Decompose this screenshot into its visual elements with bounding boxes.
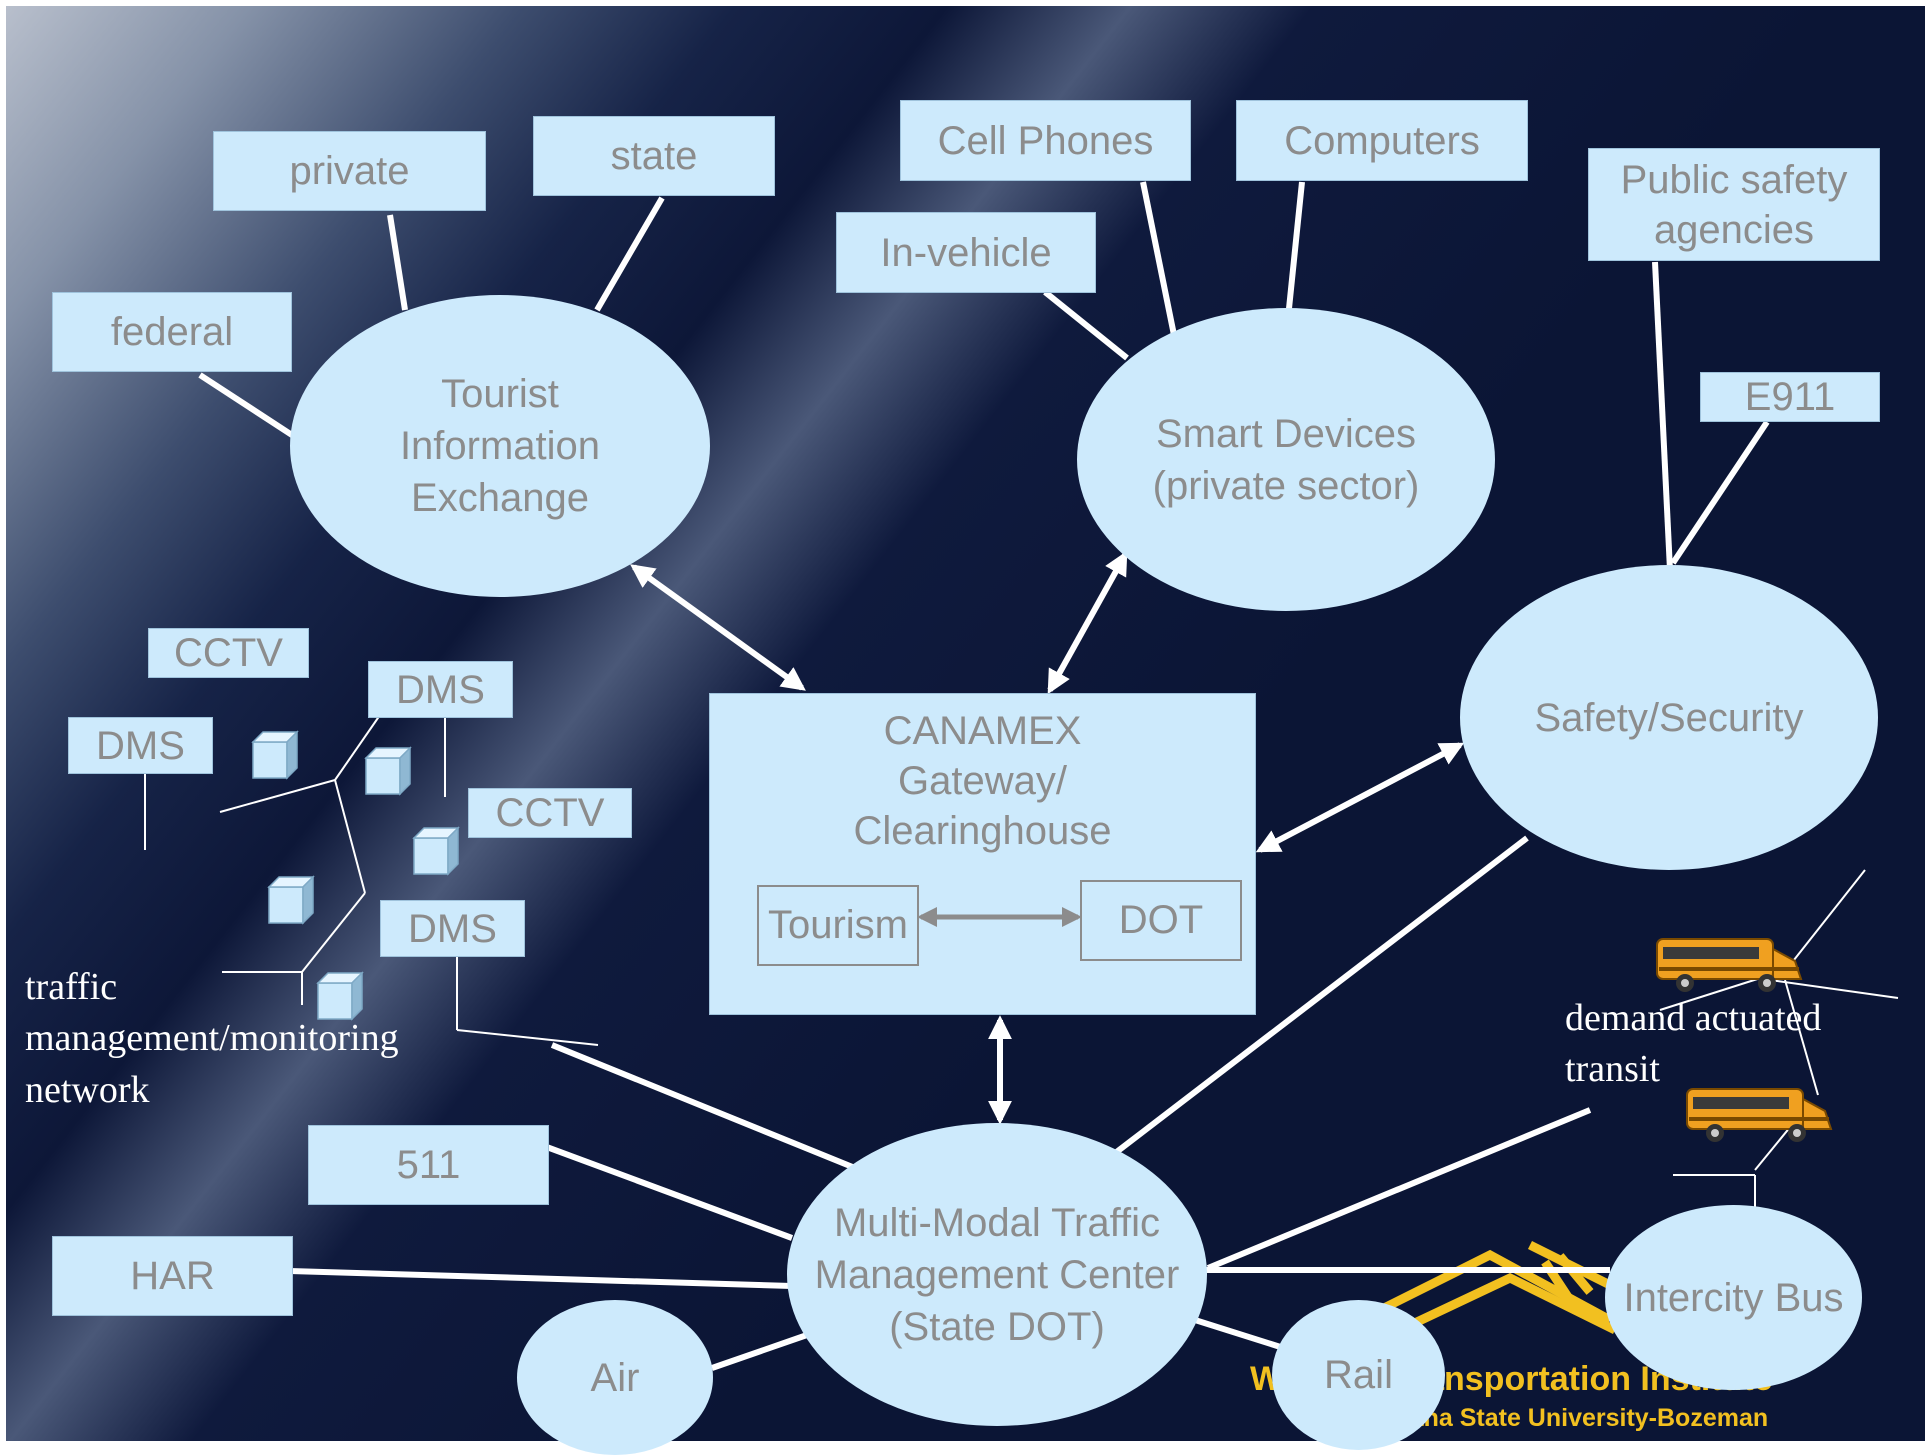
box-dms-1: DMS (68, 717, 213, 774)
box-federal: federal (52, 292, 292, 372)
line-transit (1206, 1107, 1592, 1271)
box-cctv-2: CCTV (468, 788, 632, 838)
gateway-title: CANAMEX Gateway/ Clearinghouse (853, 709, 1112, 853)
label-demand-transit: demand actuated transit (1565, 997, 1822, 1091)
line-safety-mmtmc (1108, 835, 1529, 1160)
line-federal (198, 372, 297, 440)
arrow-smart-gateway (1047, 550, 1128, 695)
box-in-vehicle: In-vehicle (836, 212, 1096, 293)
node-smart-devices: Smart Devices (private sector) (1077, 308, 1495, 611)
box-private: private (213, 131, 486, 211)
canamex-gateway: CANAMEX Gateway/ Clearinghouse (709, 693, 1256, 1015)
box-public-safety: Public safety agencies (1588, 148, 1880, 261)
node-tourist-exchange: Tourist Information Exchange (290, 295, 710, 597)
line-e911 (1670, 420, 1770, 565)
box-computers: Computers (1236, 100, 1528, 181)
box-cell-phones: Cell Phones (900, 100, 1191, 181)
line-in-vehicle (1043, 289, 1129, 361)
line-private (387, 214, 408, 311)
bus-icon (1656, 938, 1803, 992)
box-har: HAR (52, 1236, 293, 1316)
box-dms-3: DMS (380, 900, 525, 957)
node-rail: Rail (1272, 1300, 1445, 1450)
box-cctv-1: CCTV (148, 628, 309, 678)
cube-icon (316, 971, 364, 1021)
node-intercity-bus: Intercity Bus (1605, 1205, 1862, 1390)
box-511: 511 (308, 1125, 549, 1205)
box-e911: E911 (1700, 372, 1880, 422)
line-rail (1194, 1317, 1291, 1353)
label-traffic-network: traffic management/monitoring network (25, 966, 399, 1111)
node-air: Air (517, 1300, 713, 1455)
line-cell-phones (1140, 181, 1178, 341)
cube-icon (267, 875, 315, 925)
arrow-safety-gateway (1255, 742, 1465, 853)
node-safety-security: Safety/Security (1460, 565, 1878, 870)
line-network-mmtmc (550, 1042, 857, 1171)
gateway-tourism-box: Tourism (757, 885, 919, 966)
line-air (711, 1332, 808, 1371)
cube-icon (364, 746, 412, 796)
line-har (289, 1268, 793, 1289)
line-state (594, 196, 665, 312)
cube-icon (251, 730, 299, 780)
bus-icon (1686, 1088, 1833, 1142)
arrow-tourist-gateway (630, 564, 806, 691)
line-511 (534, 1140, 794, 1241)
box-dms-2: DMS (368, 661, 513, 718)
line-computers (1284, 181, 1305, 329)
cube-icon (412, 826, 460, 876)
box-state: state (533, 116, 775, 196)
line-public-safety (1652, 261, 1673, 571)
node-mmtmc: Multi-Modal Traffic Management Center (S… (787, 1123, 1207, 1426)
